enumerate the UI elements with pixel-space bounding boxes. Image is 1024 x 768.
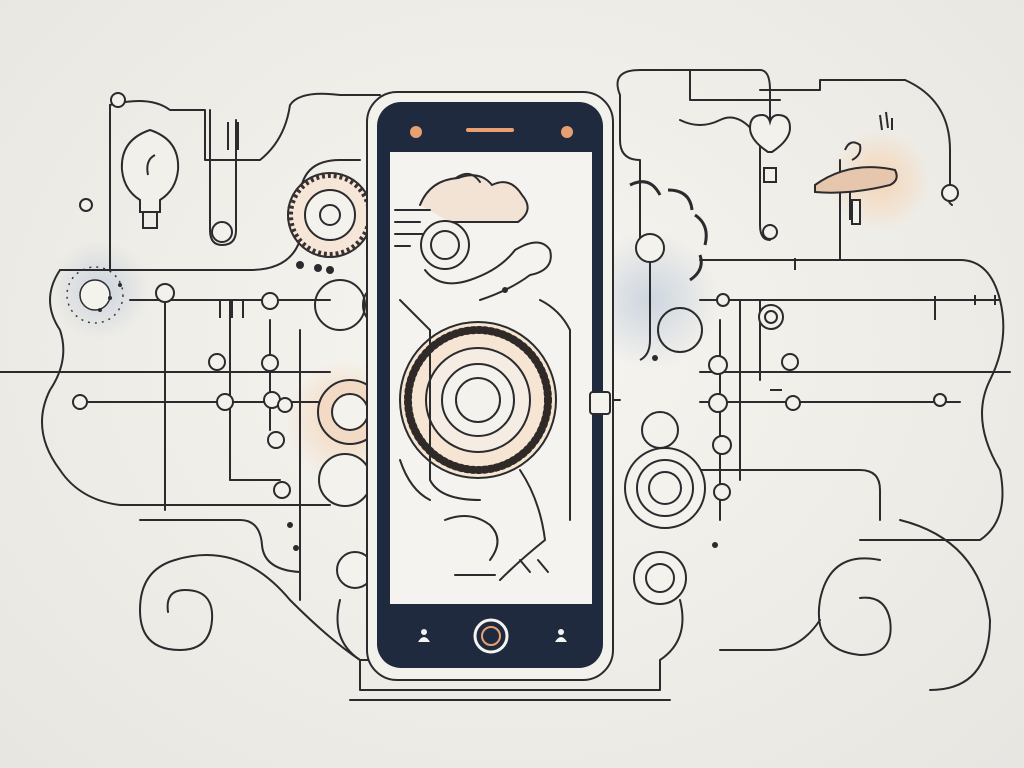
gear-icon bbox=[287, 172, 373, 258]
decorative-dots bbox=[98, 261, 718, 551]
circuit-nodes bbox=[72, 92, 959, 501]
screen-illustration bbox=[394, 172, 571, 581]
lightbulb-icon bbox=[120, 128, 180, 229]
circuit-pins bbox=[219, 122, 996, 391]
gear-icon bbox=[629, 180, 708, 282]
mushroom-icon bbox=[814, 111, 898, 225]
gear-icon bbox=[624, 233, 706, 605]
heart-icon bbox=[748, 113, 792, 183]
connector-icon bbox=[589, 391, 611, 415]
dotted-dial-icon bbox=[66, 266, 124, 324]
